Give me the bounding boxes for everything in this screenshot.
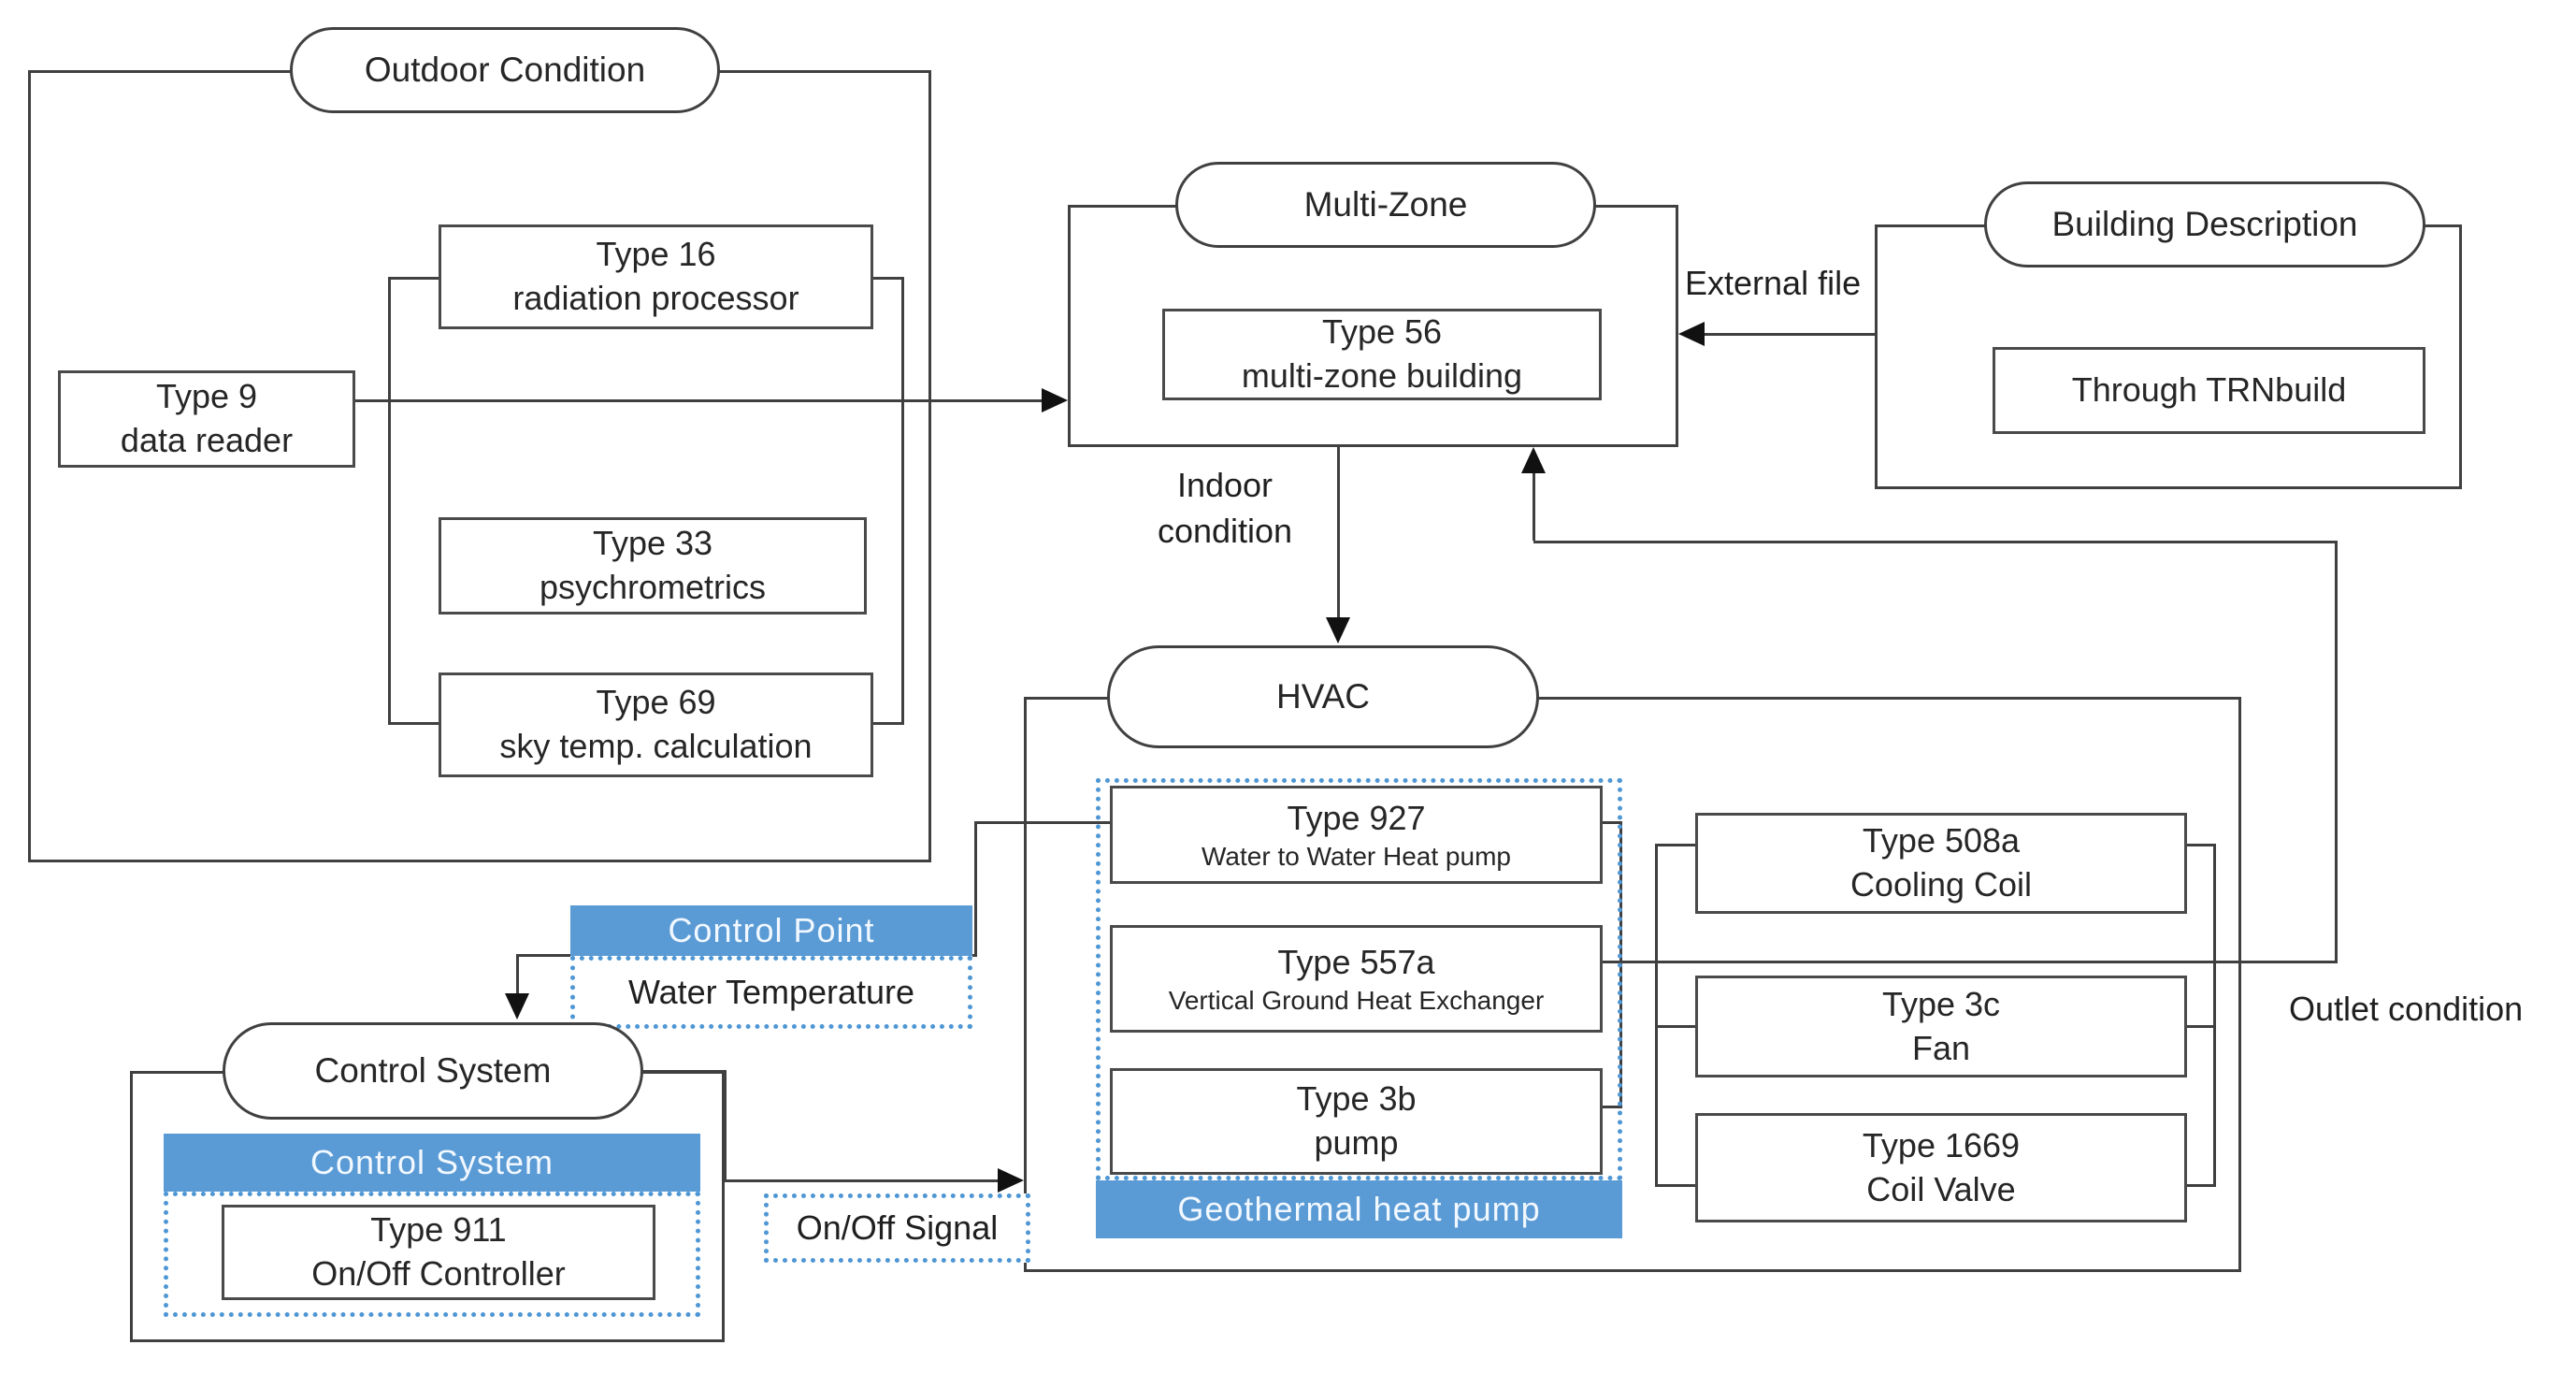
connector-927-stub [1603, 821, 1621, 824]
box-type-56: Type 56 multi-zone building [1162, 309, 1602, 400]
connector-multizone-to-hvac [1337, 447, 1340, 621]
control-point-band: Control Point [570, 905, 972, 956]
box-type-33: Type 33 psychrometrics [439, 517, 867, 615]
multi-zone-title: Multi-Zone [1303, 185, 1468, 224]
hvac-container [1024, 697, 2241, 1272]
connector-508a-right-stub [2187, 844, 2216, 846]
connector-coil-bracket-right [2213, 844, 2216, 1187]
connector-control-sense-drop2 [516, 954, 519, 997]
geothermal-dotted-box [1096, 778, 1622, 1180]
connector-onoff-arrowline [724, 1179, 1000, 1182]
type16-line2: radiation processor [512, 279, 799, 317]
connector-feedback-up [1533, 470, 1535, 541]
connector-1669-right-stub [2187, 1184, 2216, 1187]
type927-line2: Water to Water Heat pump [1202, 842, 1511, 872]
onoff-signal-dotted: On/Off Signal [764, 1193, 1030, 1263]
capsule-outdoor-condition: Outdoor Condition [290, 27, 720, 113]
connector-3c-right-stub [2187, 1025, 2216, 1028]
type56-line1: Type 56 [1321, 312, 1443, 352]
capsule-building-description: Building Description [1984, 181, 2425, 268]
type557a-line1: Type 557a [1277, 942, 1435, 981]
type3c-line2: Fan [1911, 1028, 1971, 1067]
connector-feedback-top [1533, 541, 2338, 543]
capsule-multi-zone: Multi-Zone [1175, 162, 1596, 248]
connector-feedback-bottom [1603, 961, 2338, 963]
type3b-line1: Type 3b [1296, 1079, 1417, 1119]
water-temperature-label: Water Temperature [627, 973, 915, 1011]
control-point-label: Control Point [668, 911, 875, 949]
type56-line2: multi-zone building [1241, 356, 1523, 395]
connector-type9-to-multizone [355, 399, 1049, 402]
geothermal-label: Geothermal heat pump [1177, 1190, 1541, 1228]
connector-1669-left-stub [1655, 1184, 1695, 1187]
box-type-1669: Type 1669 Coil Valve [1695, 1113, 2187, 1222]
arrowhead-external-file [1678, 322, 1705, 346]
building-description-title: Building Description [2051, 205, 2358, 243]
capsule-control-system: Control System [223, 1022, 643, 1120]
type69-line2: sky temp. calculation [499, 727, 813, 765]
indoor-condition-line1: Indoor [1176, 466, 1274, 504]
outdoor-bracket-connector [388, 277, 904, 725]
box-type-927: Type 927 Water to Water Heat pump [1110, 786, 1603, 884]
connector-3c-left-stub [1655, 1025, 1695, 1028]
box-through-trnbuild: Through TRNbuild [1993, 347, 2425, 434]
hvac-title: HVAC [1275, 677, 1371, 716]
control-system-dotted-box [164, 1192, 700, 1317]
box-type-3b: Type 3b pump [1110, 1068, 1603, 1175]
label-external-file: External file [1685, 264, 1862, 302]
connector-coil-bracket-left [1655, 844, 1658, 1187]
type927-line1: Type 927 [1287, 798, 1426, 837]
box-type-508a: Type 508a Cooling Coil [1695, 813, 2187, 914]
box-type-911: Type 911 On/Off Controller [222, 1205, 655, 1300]
type9-line2: data reader [120, 421, 294, 459]
connector-onoff-top [643, 1070, 727, 1073]
type16-line1: Type 16 [596, 235, 716, 274]
indoor-condition-line2: condition [1157, 511, 1293, 550]
type9-line1: Type 9 [155, 377, 258, 416]
type508a-line1: Type 508a [1862, 821, 2021, 861]
connector-onoff-drop [724, 1070, 727, 1182]
connector-control-sense-drop1 [974, 821, 977, 957]
geothermal-label-band: Geothermal heat pump [1096, 1180, 1622, 1238]
capsule-hvac: HVAC [1107, 645, 1539, 748]
type33-line2: psychrometrics [539, 568, 767, 606]
water-temperature-dotted: Water Temperature [570, 956, 972, 1029]
trnbuild-line1: Through TRNbuild [2071, 370, 2347, 410]
control-system-title: Control System [314, 1051, 552, 1090]
type508a-line2: Cooling Coil [1849, 865, 2033, 904]
type1669-line2: Coil Valve [1866, 1169, 2016, 1208]
label-outlet-condition: Outlet condition [2289, 990, 2524, 1028]
connector-external-file [1700, 333, 1875, 336]
arrowhead-multizone-to-hvac [1326, 617, 1350, 644]
type911-line1: Type 911 [370, 1210, 507, 1250]
box-type-69: Type 69 sky temp. calculation [439, 673, 873, 777]
control-system-band-label: Control System [309, 1143, 554, 1181]
connector-508a-left-stub [1655, 844, 1695, 846]
label-indoor-condition: Indoor condition [1117, 463, 1332, 554]
connector-control-sense-top [974, 821, 1110, 824]
type1669-line1: Type 1669 [1862, 1125, 2021, 1164]
box-type-16: Type 16 radiation processor [439, 224, 873, 329]
connector-feedback-right [2335, 541, 2338, 963]
type557a-line2: Vertical Ground Heat Exchanger [1168, 986, 1545, 1016]
control-system-band: Control System [164, 1134, 700, 1192]
onoff-signal-label: On/Off Signal [796, 1208, 999, 1247]
connector-3b-stub [1603, 1106, 1621, 1108]
outdoor-condition-title: Outdoor Condition [364, 51, 646, 89]
box-type-9: Type 9 data reader [58, 370, 355, 468]
box-type-557a: Type 557a Vertical Ground Heat Exchanger [1110, 925, 1603, 1033]
type911-line2: On/Off Controller [311, 1254, 566, 1293]
arrowhead-control-sense [505, 993, 529, 1020]
box-type-3c: Type 3c Fan [1695, 976, 2187, 1078]
type3c-line1: Type 3c [1881, 984, 2001, 1023]
type33-line1: Type 33 [592, 524, 713, 563]
type69-line1: Type 69 [596, 683, 716, 722]
arrowhead-feedback-into-multizone [1521, 447, 1546, 473]
arrowhead-type9-to-multizone [1042, 388, 1068, 412]
arrowhead-onoff-into-hvac [998, 1168, 1024, 1193]
type3b-line2: pump [1314, 1123, 1399, 1162]
